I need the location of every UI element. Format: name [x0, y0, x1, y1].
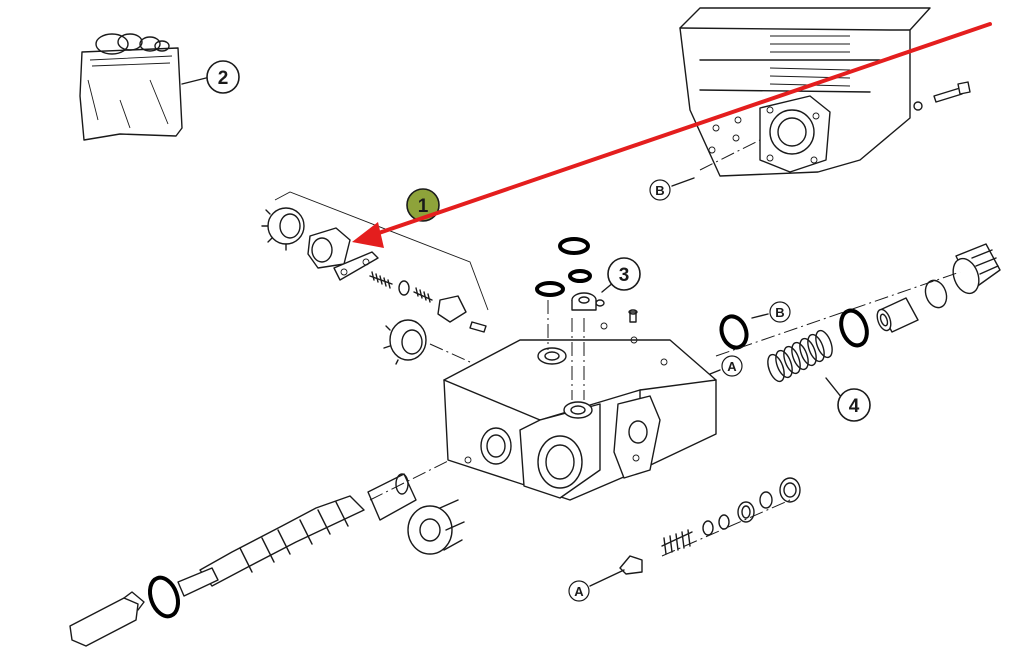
- retaining-plate: [333, 251, 379, 281]
- o-ring-small: [568, 269, 592, 283]
- spool: [199, 495, 365, 587]
- svg-text:A: A: [574, 584, 584, 599]
- callout-3: 3: [607, 257, 641, 291]
- o-ring-spool: [147, 575, 181, 619]
- detent-plug-lower: [383, 319, 427, 365]
- housing-screw-small: [734, 116, 742, 124]
- housing-screw-small: [712, 124, 720, 132]
- valve-body: [443, 322, 717, 501]
- red-pointer-arrow: [352, 22, 992, 248]
- spool-clevis: [69, 591, 145, 647]
- housing-washer: [913, 101, 923, 111]
- end-plug: [407, 499, 465, 555]
- spool-end-link: [177, 567, 219, 597]
- seal-kit-bag: [79, 33, 183, 141]
- check-valve-parts: [661, 477, 801, 555]
- o-ring-left: [535, 281, 565, 297]
- ref-b-mid: B: [769, 301, 791, 323]
- spool-cap: [367, 473, 417, 521]
- detent-cam: [437, 295, 467, 323]
- relief-sleeve: [876, 297, 919, 333]
- o-ring-top: [558, 237, 590, 255]
- detent-washer: [398, 280, 410, 296]
- svg-text:A: A: [727, 359, 737, 374]
- detent-spring: [369, 271, 393, 289]
- callout-2: 2: [206, 60, 240, 94]
- assembly-bracket: [274, 191, 489, 311]
- callout-4: 4: [837, 388, 871, 422]
- ref-a-mid: A: [721, 355, 743, 377]
- o-ring-right: [839, 308, 869, 348]
- seal-tiny: [595, 299, 605, 307]
- detent-spring-small: [413, 287, 433, 303]
- housing-cover: [679, 7, 931, 177]
- callout-1-highlighted: 1: [406, 188, 440, 222]
- detent-pin: [469, 321, 487, 333]
- housing-screw-small: [708, 146, 716, 154]
- plug-item-3: [571, 292, 597, 311]
- o-ring-b: [719, 314, 749, 350]
- ref-a-bottom: A: [568, 580, 590, 602]
- svg-text:B: B: [655, 183, 664, 198]
- svg-text:B: B: [775, 305, 784, 320]
- ref-b-top: B: [649, 179, 671, 201]
- svg-text:4: 4: [849, 396, 860, 417]
- backup-ring: [924, 279, 948, 309]
- spool-detail: [619, 555, 643, 575]
- svg-text:3: 3: [619, 265, 630, 286]
- relief-spring-item-4: [767, 329, 833, 383]
- relief-plug: [952, 243, 1001, 295]
- detent-sleeve: [307, 227, 351, 269]
- housing-bolt: [933, 81, 971, 103]
- housing-screw-small: [732, 134, 740, 142]
- svg-text:1: 1: [418, 196, 429, 217]
- detent-plug-upper: [261, 207, 305, 251]
- svg-text:2: 2: [218, 68, 229, 89]
